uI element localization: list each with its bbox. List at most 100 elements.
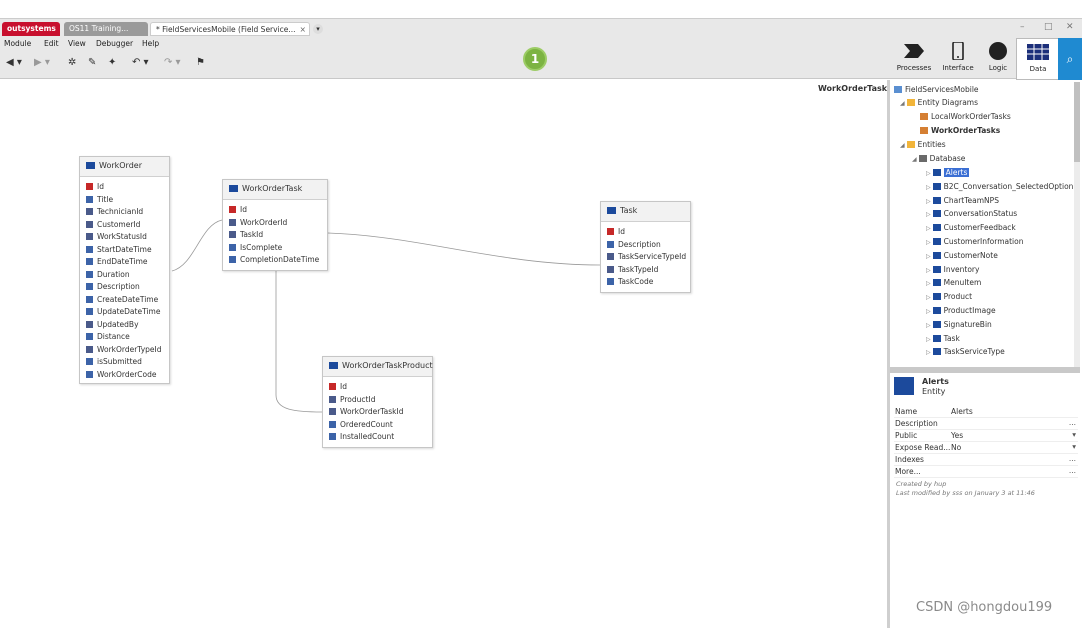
entity-field[interactable]: WorkOrderCode	[86, 369, 163, 382]
entity-field[interactable]: TaskId	[229, 229, 321, 242]
entity-field[interactable]: UpdateDateTime	[86, 306, 163, 319]
tree-entity-diagrams[interactable]: ◢Entity Diagrams	[900, 98, 978, 107]
tree-entity-item[interactable]: ▷ConversationStatus	[926, 209, 1017, 218]
property-control[interactable]: ...	[1068, 418, 1076, 427]
entity-field[interactable]: Id	[607, 226, 684, 239]
property-control[interactable]: ...	[1068, 454, 1076, 463]
close-tab-icon[interactable]: ×	[299, 25, 306, 34]
wand-icon[interactable]: ✎	[88, 57, 97, 68]
undo-icon[interactable]: ↶ ▾	[132, 57, 149, 68]
tree-entity-item[interactable]: ▷B2C_Conversation_SelectedOption	[926, 182, 1073, 191]
expand-icon[interactable]: ▷	[926, 308, 931, 315]
entity-field[interactable]: TaskCode	[607, 276, 684, 289]
interface-tab[interactable]: Interface	[936, 38, 980, 80]
entity-field[interactable]: Title	[86, 194, 163, 207]
tree-scrollbar[interactable]	[1074, 82, 1080, 372]
expand-icon[interactable]: ▷	[926, 211, 931, 219]
entity-field[interactable]: CreateDateTime	[86, 294, 163, 307]
close-window-icon[interactable]: ✕	[1066, 22, 1074, 32]
entity-field[interactable]: Description	[86, 281, 163, 294]
outsystems-logo-tab[interactable]: outsystems	[2, 22, 60, 36]
tree-module[interactable]: FieldServicesMobile	[894, 85, 979, 94]
entity-field[interactable]: InstalledCount	[329, 431, 426, 444]
tree-entity-item[interactable]: ▷CustomerNote	[926, 251, 998, 260]
entity-field[interactable]: Distance	[86, 331, 163, 344]
entity-field[interactable]: CustomerId	[86, 219, 163, 232]
expand-icon[interactable]: ▷	[926, 252, 931, 260]
expand-icon[interactable]: ▷	[926, 321, 931, 329]
back-icon[interactable]: ◀ ▾	[6, 57, 22, 68]
property-row[interactable]: Description...	[894, 418, 1078, 430]
tree-diagram-workordertasks[interactable]: WorkOrderTasks	[920, 126, 1000, 135]
menu-module[interactable]: Module	[4, 39, 32, 48]
expand-icon[interactable]: ◢	[900, 100, 905, 107]
expand-icon[interactable]: ◢	[900, 142, 905, 149]
menu-edit[interactable]: Edit	[44, 39, 59, 48]
expand-icon[interactable]: ▷	[926, 294, 931, 302]
maximize-icon[interactable]: □	[1044, 22, 1053, 32]
forward-icon[interactable]: ▶ ▾	[34, 57, 50, 68]
entity-field[interactable]: WorkOrderTypeId	[86, 344, 163, 357]
tree-entity-item[interactable]: ▷Inventory	[926, 265, 979, 274]
tab-environment[interactable]: OS11 Training...	[64, 22, 148, 36]
entity-field[interactable]: WorkOrderTaskId	[329, 406, 426, 419]
entity-field[interactable]: Id	[229, 204, 321, 217]
expand-icon[interactable]: ▷	[926, 170, 931, 177]
property-row[interactable]: Expose Read...No▾	[894, 442, 1078, 454]
tree-entity-item[interactable]: ▷MenuItem	[926, 278, 981, 287]
entity-field[interactable]: ProductId	[329, 394, 426, 407]
entity-field[interactable]: TaskServiceTypeId	[607, 251, 686, 264]
logic-tab[interactable]: Logic	[976, 38, 1020, 80]
expand-icon[interactable]: ▷	[926, 266, 931, 274]
processes-tab[interactable]: Processes	[892, 38, 936, 80]
tree-database[interactable]: ◢Database	[912, 154, 965, 163]
entity-field[interactable]: Duration	[86, 269, 163, 282]
entity-field[interactable]: OrderedCount	[329, 419, 426, 432]
redo-icon[interactable]: ↷ ▾	[164, 57, 181, 68]
property-control[interactable]: ▾	[1072, 442, 1076, 451]
entity-field[interactable]: TechnicianId	[86, 206, 163, 219]
entity-field[interactable]: isSubmitted	[86, 356, 163, 369]
tree-entity-item[interactable]: ▷Alerts	[926, 168, 970, 177]
tree-entity-item[interactable]: ▷CustomerFeedback	[926, 223, 1016, 232]
tab-dropdown-icon[interactable]: ▾	[313, 24, 323, 34]
expand-icon[interactable]: ▷	[926, 225, 931, 233]
property-control[interactable]: ▾	[1072, 430, 1076, 439]
expand-icon[interactable]: ▷	[926, 349, 931, 357]
entity-field[interactable]: WorkOrderId	[229, 217, 321, 230]
property-control[interactable]: ...	[1068, 466, 1076, 475]
expand-icon[interactable]: ▷	[926, 335, 931, 343]
publish-badge[interactable]: 1	[523, 47, 547, 71]
entity-field[interactable]: IsComplete	[229, 242, 321, 255]
data-tab[interactable]: Data	[1016, 38, 1060, 80]
settings-icon[interactable]: ✲	[68, 57, 77, 68]
tab-module[interactable]: * FieldServicesMobile (Field Service...×	[150, 22, 310, 36]
menu-help[interactable]: Help	[142, 39, 160, 48]
menu-view[interactable]: View	[68, 39, 86, 48]
entity-field[interactable]: StartDateTime	[86, 244, 163, 257]
tree-entity-item[interactable]: ▷Task	[926, 334, 960, 343]
entity-field[interactable]: TaskTypeId	[607, 264, 684, 277]
tree-entity-item[interactable]: ▷ProductImage	[926, 306, 996, 315]
menu-debugger[interactable]: Debugger	[96, 39, 134, 48]
panel-splitter[interactable]	[890, 367, 1080, 373]
property-row[interactable]: More......	[894, 466, 1078, 478]
tree-entity-item[interactable]: ▷CustomerInformation	[926, 237, 1023, 246]
entity-field[interactable]: WorkStatusId	[86, 231, 163, 244]
expand-icon[interactable]: ▷	[926, 280, 931, 288]
entity-field[interactable]: Id	[329, 381, 426, 394]
entity-field[interactable]: EndDateTime	[86, 256, 163, 269]
tree-entity-item[interactable]: ▷Product	[926, 292, 972, 301]
tree-entity-item[interactable]: ▷ChartTeamNPS	[926, 196, 999, 205]
entity-field[interactable]: Id	[86, 181, 163, 194]
tree-entity-item[interactable]: ▷TaskServiceType	[926, 347, 1005, 356]
property-row[interactable]: Indexes...	[894, 454, 1078, 466]
expand-icon[interactable]: ▷	[926, 183, 931, 191]
entity-field[interactable]: CompletionDateTime	[229, 254, 321, 267]
